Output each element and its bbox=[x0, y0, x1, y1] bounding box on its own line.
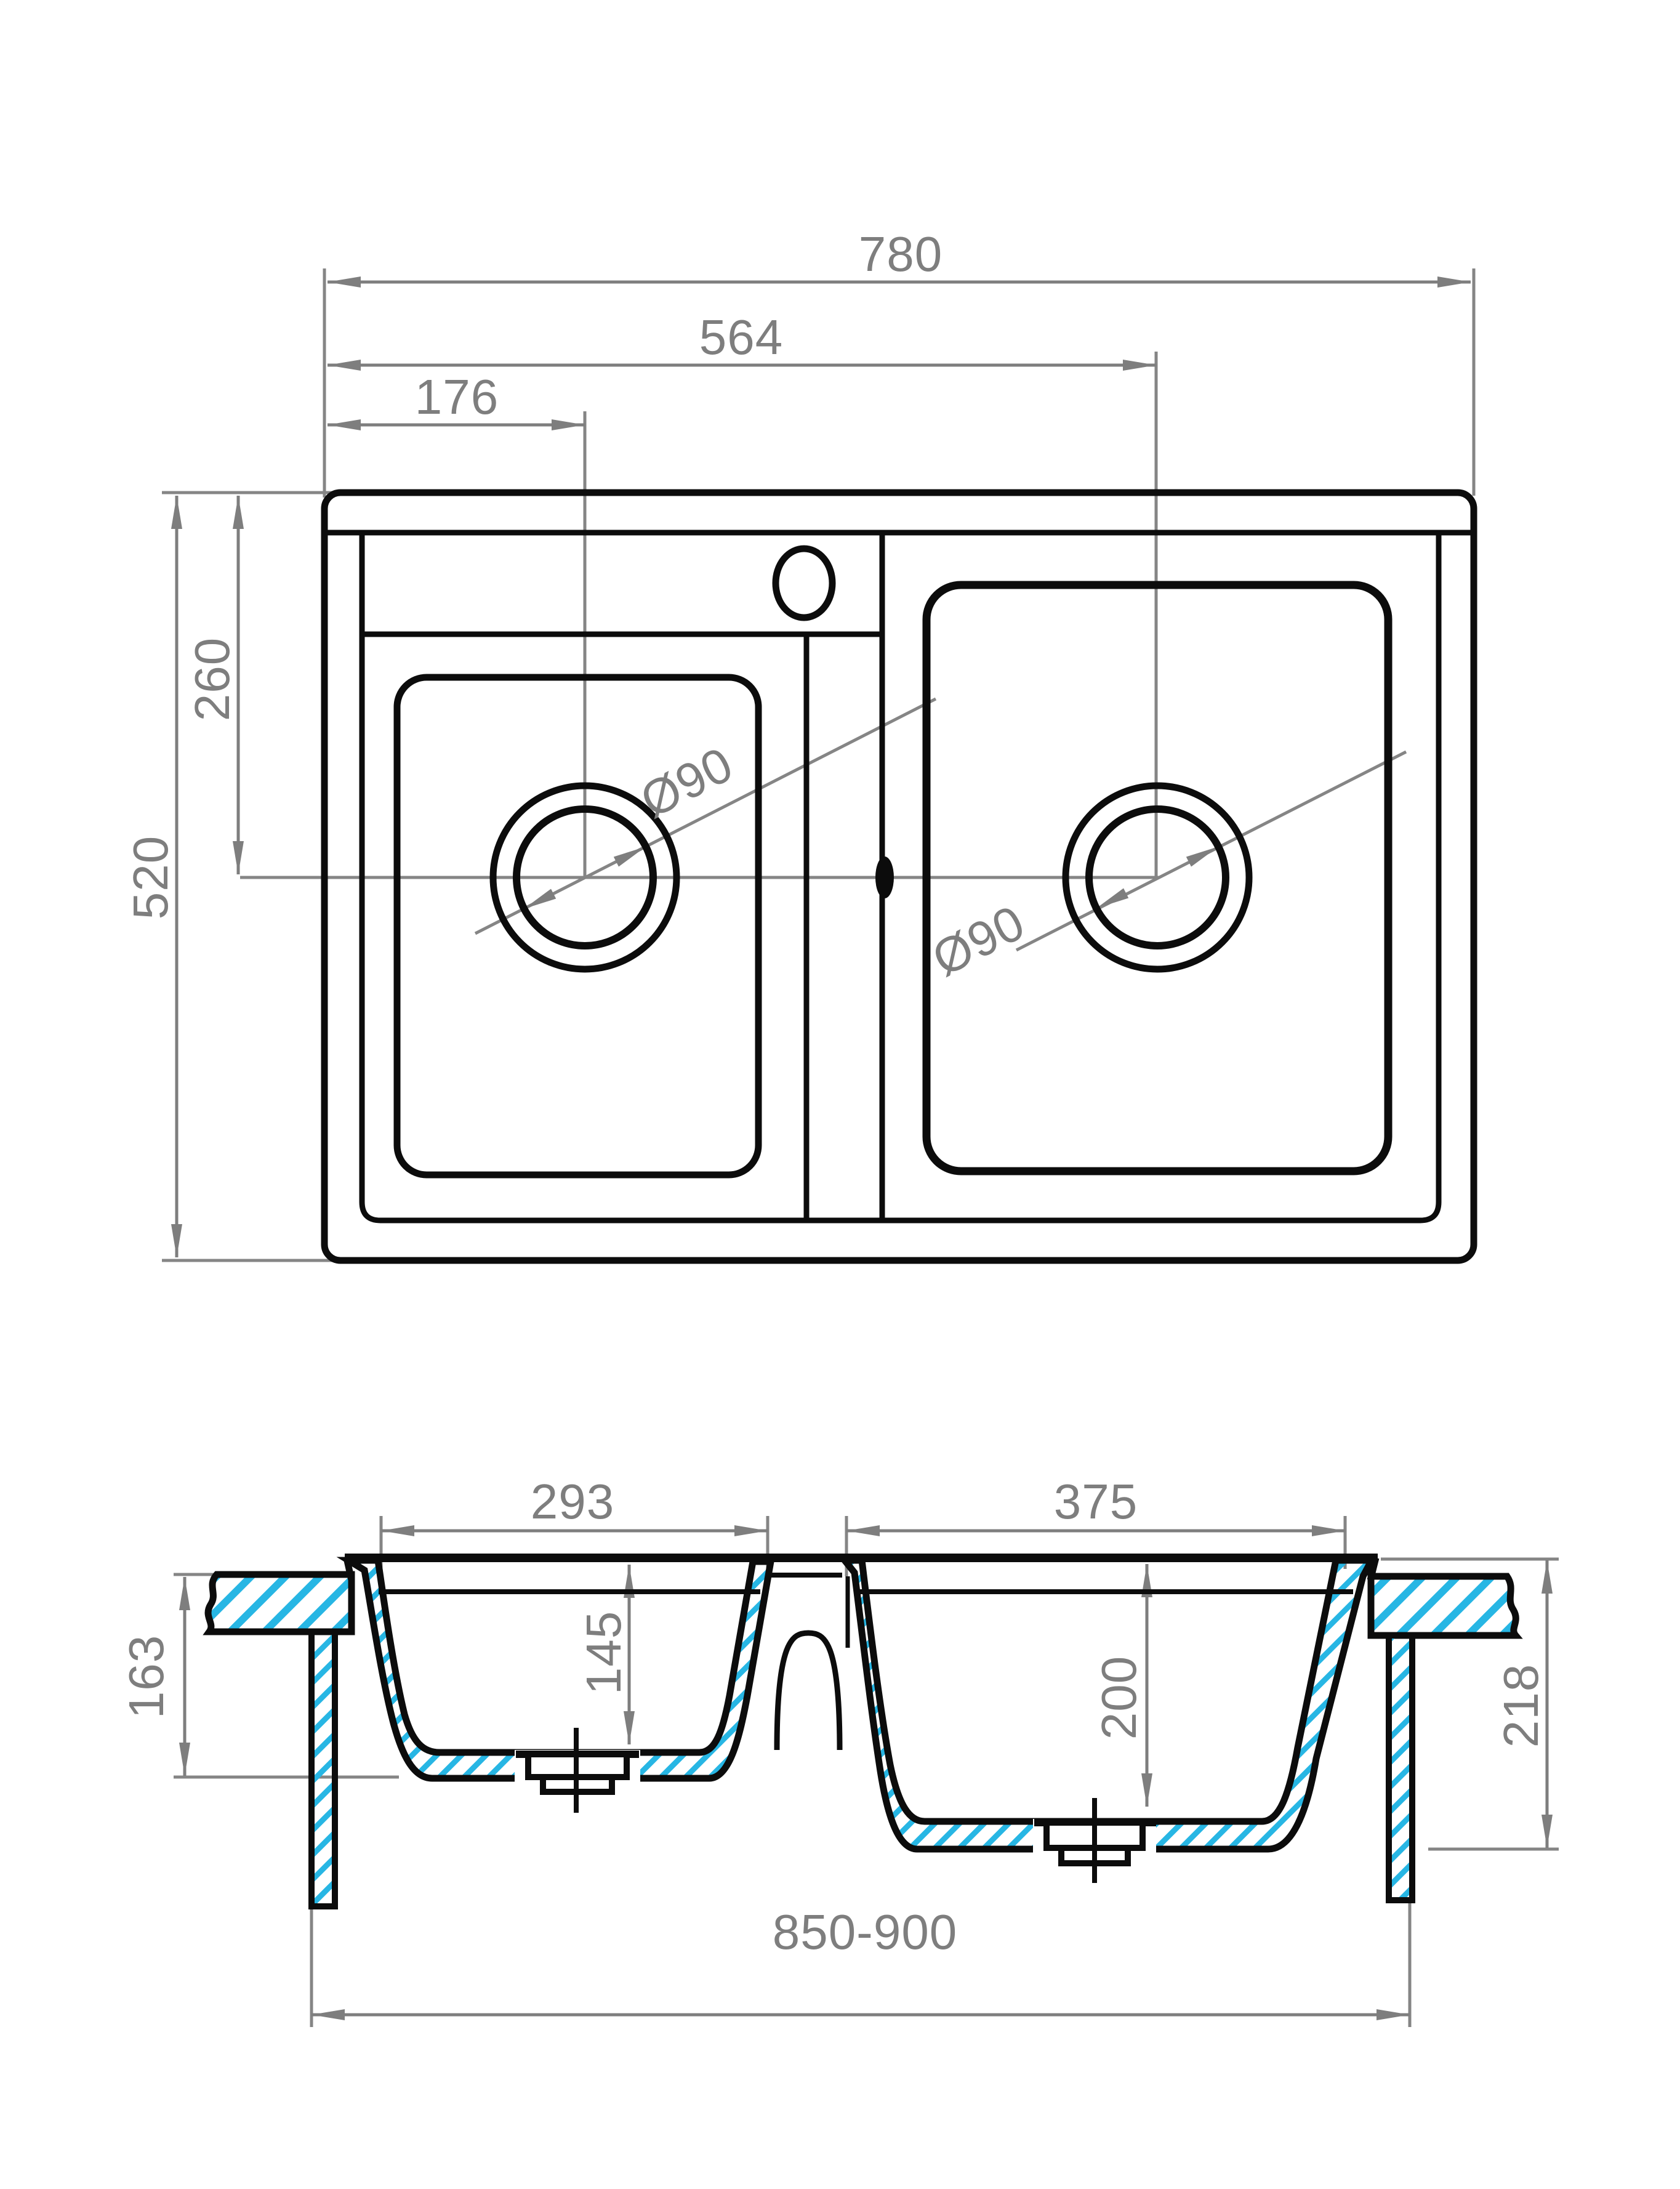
right-drain-fitting bbox=[1033, 1798, 1156, 1883]
arrow-right-drain-sw bbox=[1096, 888, 1129, 908]
right-drain-hole bbox=[1085, 805, 1229, 949]
top-view-dimension-labels: 780 564 176 520 260 Ø90 Ø90 bbox=[123, 227, 1033, 986]
dim-label-375: 375 bbox=[1054, 1474, 1138, 1529]
section-view: 293 375 163 145 200 218 850-900 bbox=[119, 1474, 1559, 2027]
dim-label-218: 218 bbox=[1493, 1664, 1548, 1748]
sink-outer-edge bbox=[321, 489, 1477, 1264]
divider-overflow-arch bbox=[774, 1630, 843, 1751]
countertop bbox=[203, 1571, 1523, 1909]
section-dimension-labels: 293 375 163 145 200 218 850-900 bbox=[119, 1474, 1548, 1959]
cabinet-leg-right bbox=[1386, 1632, 1415, 1903]
rim-inner-edge bbox=[359, 533, 1442, 1224]
dim-label-850-900: 850-900 bbox=[773, 1905, 958, 1959]
dim-label-293: 293 bbox=[531, 1474, 614, 1529]
arrow-right-drain-ne bbox=[1186, 847, 1218, 867]
counter-slab-left bbox=[203, 1571, 355, 1635]
rim-lip-right bbox=[1367, 1557, 1380, 1581]
dim-label-200: 200 bbox=[1091, 1656, 1146, 1740]
top-view: 780 564 176 520 260 Ø90 Ø90 bbox=[123, 227, 1477, 1264]
dim-label-564: 564 bbox=[699, 310, 783, 365]
faucet-hole bbox=[772, 545, 836, 621]
divider-overflow-knob bbox=[875, 857, 894, 898]
dim-label-d90-right: Ø90 bbox=[924, 895, 1034, 986]
left-bowl-bottom-edge bbox=[393, 674, 762, 1179]
dim-label-145: 145 bbox=[576, 1611, 631, 1695]
left-drain-fitting bbox=[515, 1728, 640, 1813]
rim-lip-left bbox=[343, 1557, 355, 1581]
dim-label-520: 520 bbox=[123, 836, 178, 919]
section-dimension-lines bbox=[179, 1525, 1553, 2020]
right-drain-recess bbox=[1062, 782, 1253, 973]
counter-slab-right bbox=[1367, 1573, 1523, 1639]
arrow-left-drain-sw bbox=[524, 889, 557, 909]
dim-label-260: 260 bbox=[185, 637, 239, 721]
top-view-sink-outline bbox=[321, 489, 1477, 1264]
left-bowl-wall bbox=[336, 1557, 775, 1782]
top-view-extension-lines bbox=[162, 268, 1476, 1262]
dim-label-176: 176 bbox=[415, 369, 499, 424]
dim-label-163: 163 bbox=[119, 1635, 174, 1719]
left-drain-recess bbox=[489, 782, 680, 973]
cabinet-leg-left bbox=[308, 1629, 338, 1909]
right-bowl-edge bbox=[922, 581, 1393, 1175]
left-drain-hole bbox=[513, 805, 657, 949]
right-bowl-wall bbox=[837, 1557, 1378, 1853]
dim-label-780: 780 bbox=[859, 227, 942, 281]
sink-section-body bbox=[336, 1554, 1380, 1883]
top-view-dimension-lines bbox=[171, 276, 1471, 1257]
arrow-left-drain-ne bbox=[613, 847, 646, 867]
leader-arrowheads bbox=[524, 847, 1218, 909]
